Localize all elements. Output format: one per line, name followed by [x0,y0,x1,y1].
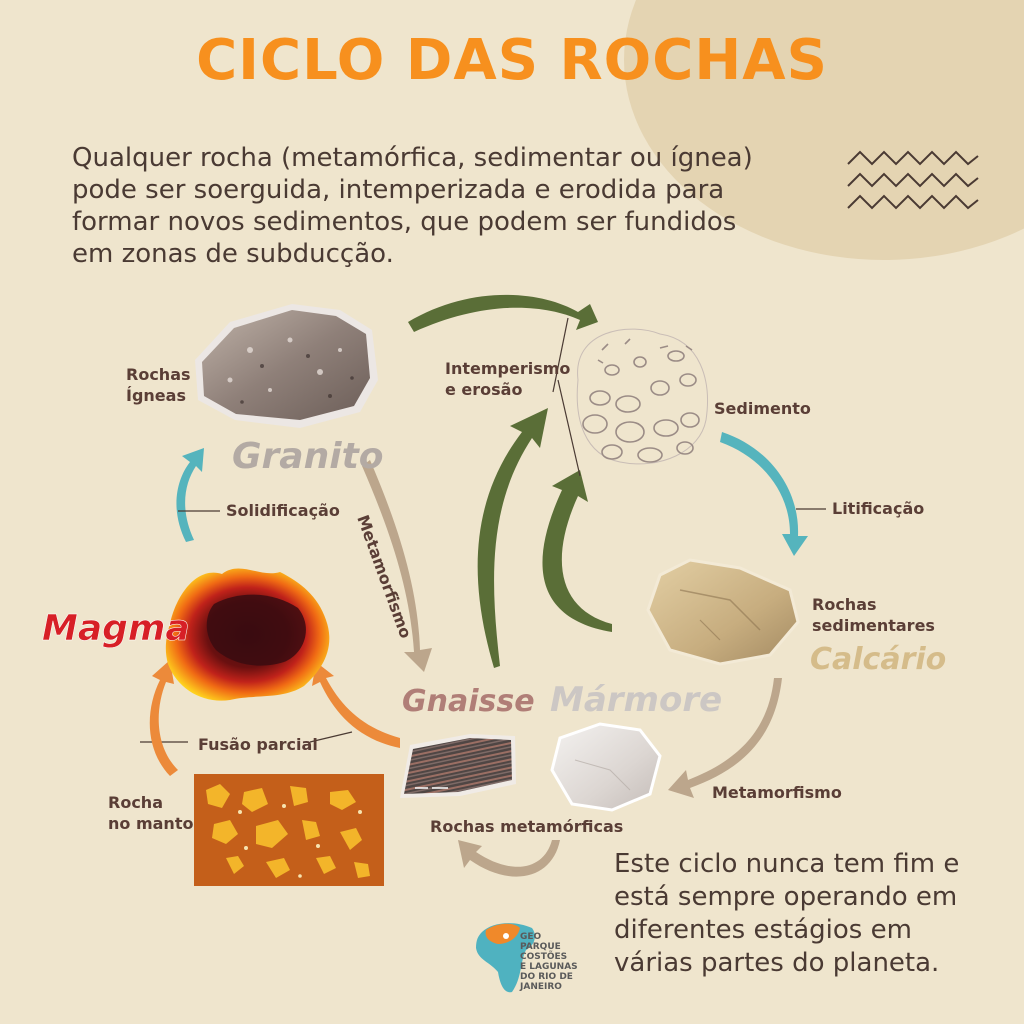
rock-name-marmore: Mármore [550,680,723,720]
granite-rock [195,304,378,428]
page-title: CICLO DAS ROCHAS [196,28,828,93]
magma-blob [165,568,330,701]
outro-text: Este ciclo nunca tem fim e está sempre o… [614,849,960,978]
rock-name-granito: Granito [232,436,384,477]
label-solidificacao: Solidificação [226,501,340,520]
green-arrows [408,294,612,668]
gneiss-rock [400,734,516,798]
label-litificacao: Litificação [832,499,925,518]
orange-arrows [149,660,400,776]
teal-arrows [176,432,808,556]
geopark-logo [476,923,535,993]
tan-arrows [362,460,782,877]
rock-name-calcario: Calcário [810,642,947,677]
zigzag-lines [847,150,979,210]
marble-rock [550,722,662,812]
label-fusao-parcial: Fusão parcial [198,735,318,754]
limestone-rock [646,558,800,666]
label-rochas-metamorficas: Rochas metamórficas [430,817,624,836]
intro-text: Qualquer rocha (metamórfica, sedimentar … [72,143,753,269]
label-sedimento: Sedimento [714,399,811,418]
label-metamorfismo: Metamorfismo [712,783,842,802]
sediment-grains [576,328,708,465]
mantle-rock [194,774,384,886]
rock-name-magma: Magma [42,608,190,650]
rock-name-gnaisse: Gnaisse [402,684,535,719]
